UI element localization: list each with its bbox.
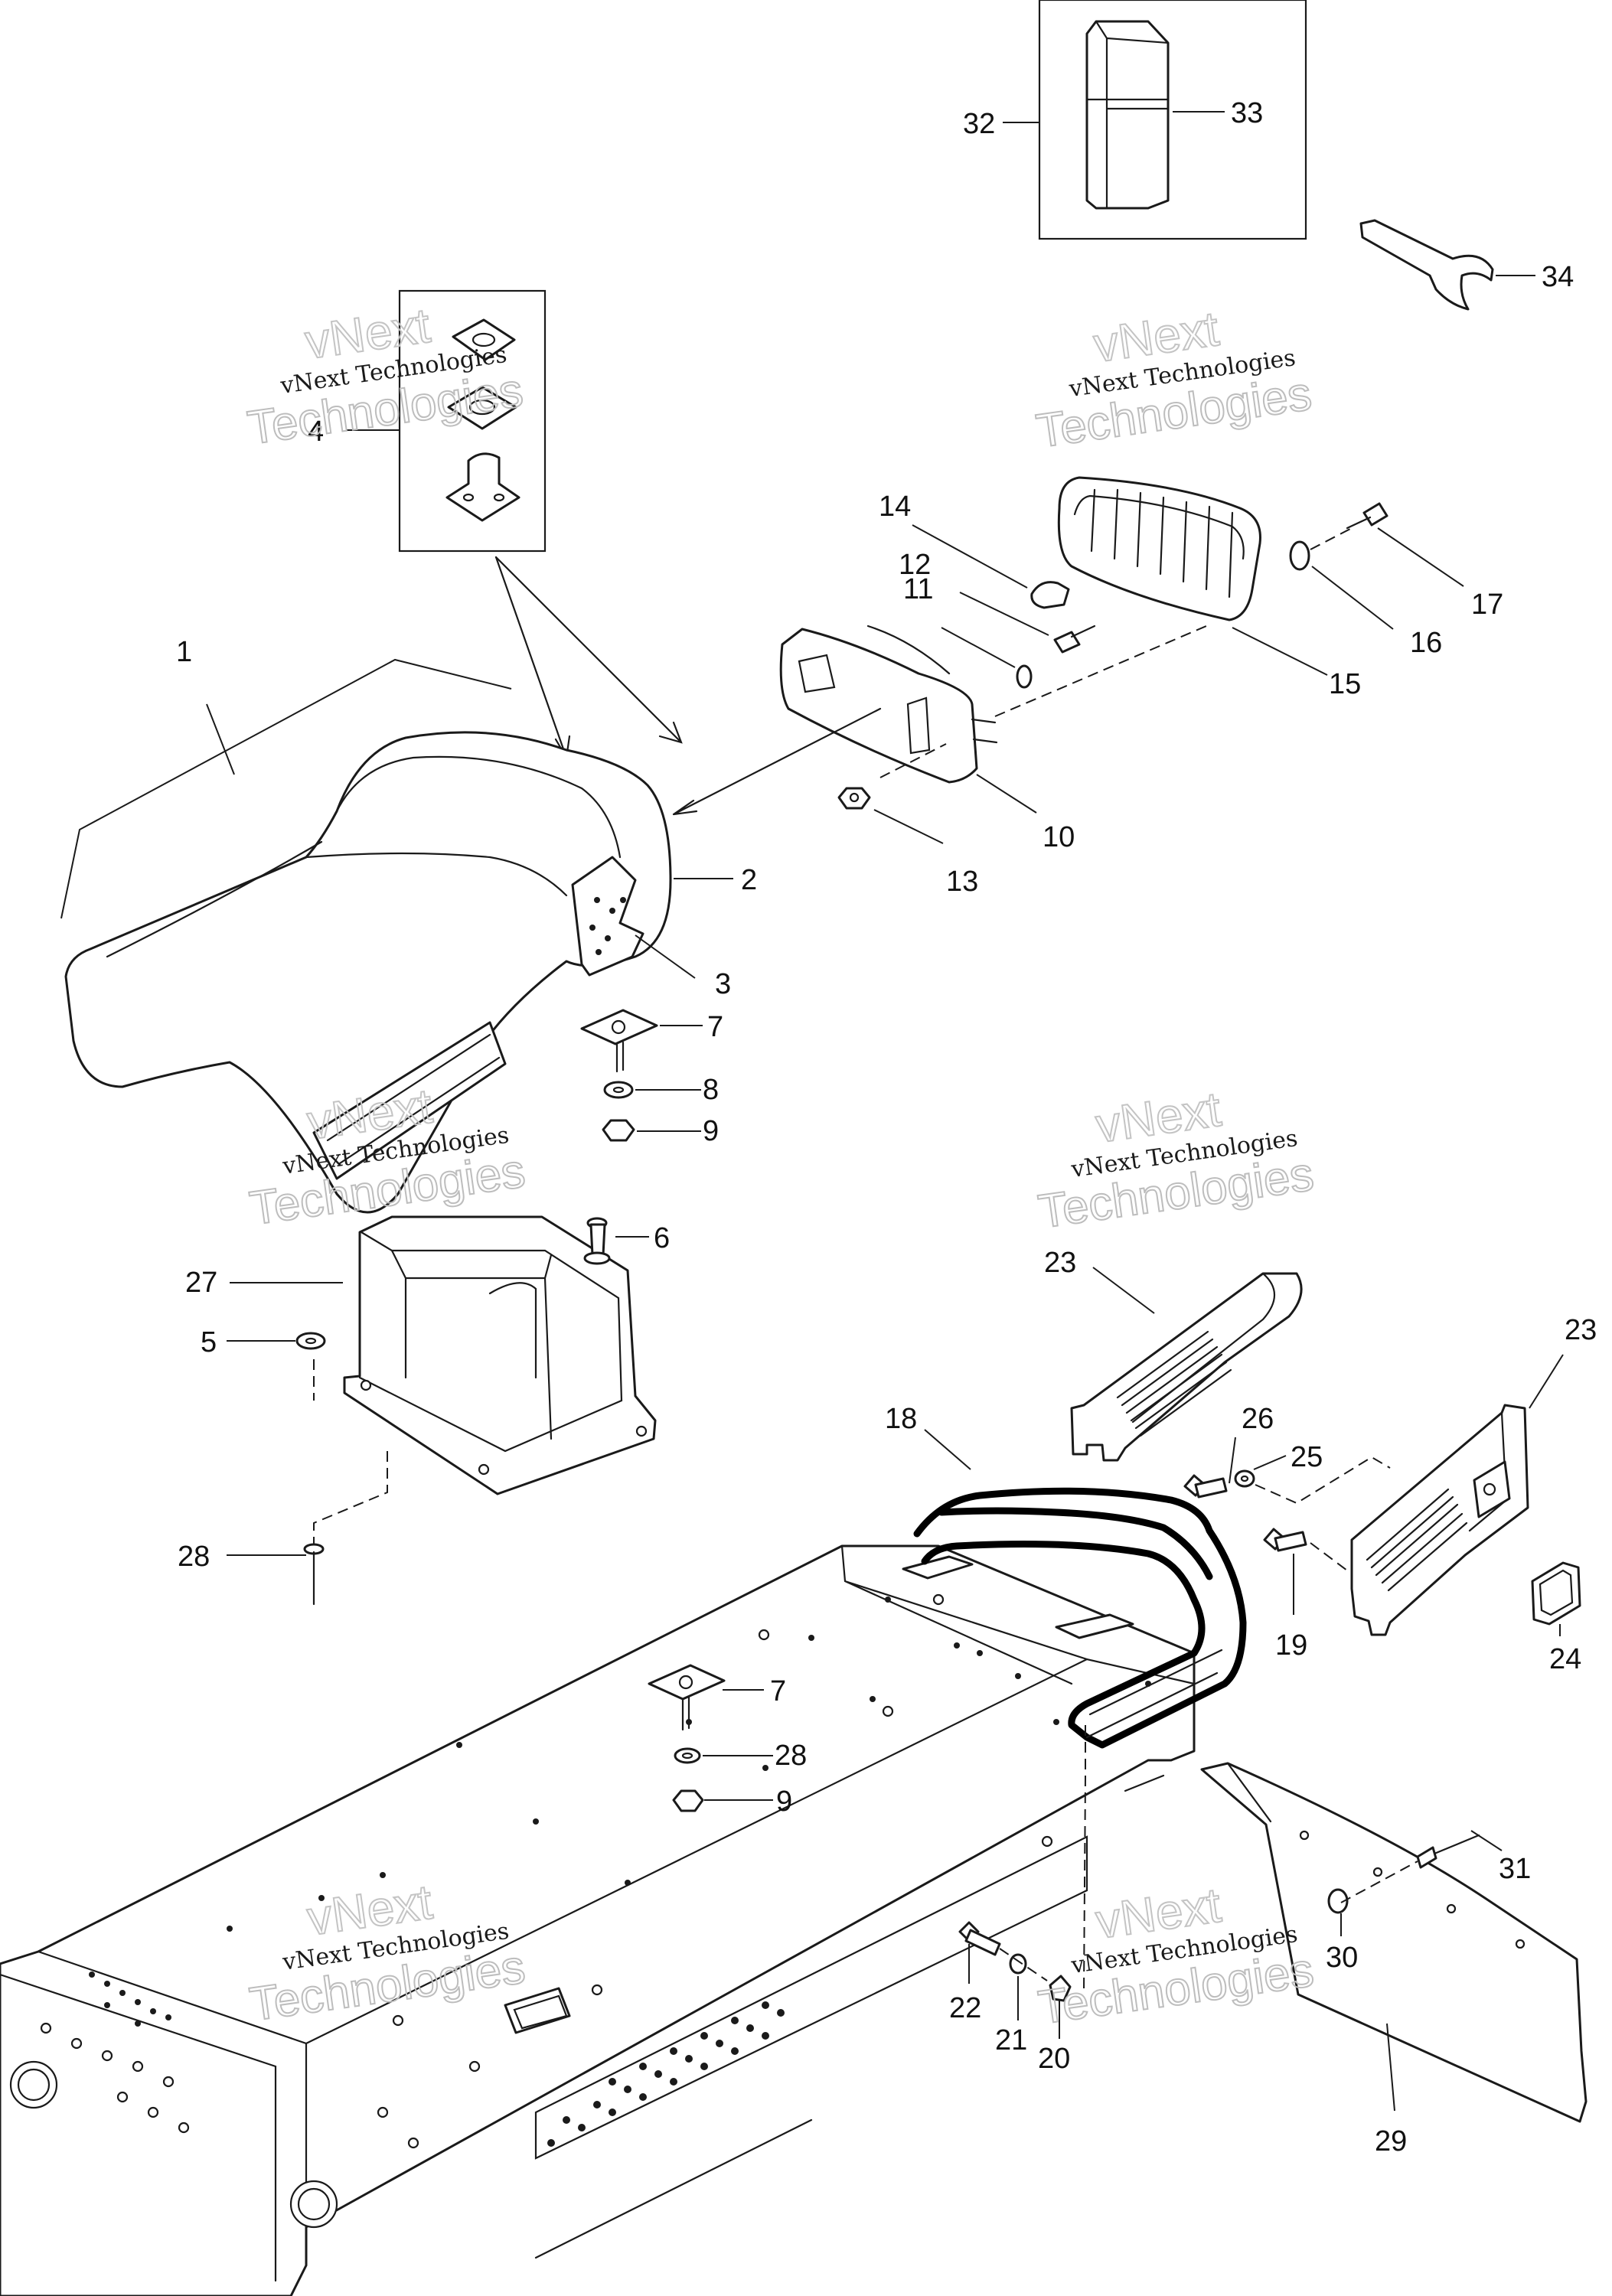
callout-20: 20 [1038, 2043, 1070, 2075]
callout-27: 27 [185, 1267, 217, 1299]
part-29-snow-flap [1200, 1762, 1588, 2123]
part-20-nut [1049, 1975, 1072, 2039]
part-10-taillight-housing [779, 625, 998, 784]
callout-7: 7 [707, 1011, 723, 1043]
tunnel-holes [40, 1593, 1151, 2149]
part-9-nut [602, 1119, 701, 1142]
watermark-top-right: vNext Technologies vNext Technologies [1033, 300, 1316, 459]
callout-28-box: 28 [178, 1541, 210, 1573]
part-13-nut [837, 787, 944, 844]
callout-26: 26 [1242, 1403, 1274, 1435]
callout-13: 13 [946, 866, 978, 898]
callout-5: 5 [201, 1326, 217, 1358]
callout-1: 1 [176, 636, 192, 668]
callout-9: 9 [703, 1115, 719, 1147]
part-30-washer [1327, 1888, 1349, 1936]
callout-8: 8 [703, 1074, 719, 1106]
callout-4: 4 [308, 416, 324, 448]
tunnel-perforations [547, 2001, 785, 2147]
callout-3: 3 [715, 968, 731, 1000]
part-25-washer [1234, 1455, 1287, 1488]
callout-17: 17 [1471, 589, 1503, 621]
callout-33: 33 [1231, 97, 1263, 129]
part-6-screw [583, 1217, 649, 1265]
callout-7-tunnel: 7 [770, 1675, 786, 1707]
part-17-screw [1346, 502, 1464, 587]
part-15-taillight-lens [1057, 476, 1328, 676]
kit-box-32 [1038, 0, 1307, 240]
callout-30: 30 [1326, 1942, 1358, 1974]
part-27-storage-box [230, 1215, 657, 1495]
part-11-washer [941, 627, 1033, 689]
part-5-washer [227, 1332, 326, 1350]
callout-10: 10 [1043, 821, 1075, 853]
callout-2: 2 [741, 864, 757, 896]
part-9-tunnel-nut [672, 1789, 773, 1812]
part-7-tunnel-latch [648, 1664, 764, 1731]
callout-29: 29 [1375, 2125, 1407, 2157]
callout-labels: 1 2 3 4 5 6 7 8 9 10 11 12 13 14 15 16 1… [176, 97, 1597, 2157]
callout-9-tunnel: 9 [776, 1786, 792, 1818]
callout-23-left: 23 [1044, 1247, 1076, 1279]
part-19-screw [1263, 1528, 1307, 1615]
kit-box-4 [398, 289, 547, 553]
callout-15: 15 [1329, 668, 1361, 700]
callout-16: 16 [1410, 627, 1442, 659]
part-34-spanner-wrench [1359, 219, 1535, 311]
part-14-bulb [912, 524, 1070, 609]
part-26-screw [1183, 1437, 1236, 1499]
watermark-middle-right: vNext Technologies vNext Technologies [1034, 1081, 1317, 1240]
callout-24: 24 [1549, 1643, 1581, 1675]
callout-32: 32 [963, 108, 995, 140]
callout-34: 34 [1542, 261, 1574, 293]
part-7-seat-latch [580, 1009, 703, 1073]
part-16-washer [1289, 540, 1394, 630]
callout-31: 31 [1499, 1853, 1531, 1885]
callout-12: 12 [899, 549, 931, 581]
part-31-rivet [1416, 1830, 1503, 1869]
watermark-bottom-right: vNext Technologies vNext Technologies [1034, 1877, 1317, 2036]
part-18-grab-handle [913, 1429, 1247, 1749]
callout-25: 25 [1291, 1441, 1323, 1473]
part-8-lock-washer [603, 1081, 701, 1099]
part-23-handle-cover-right [1350, 1354, 1564, 1636]
part-3-reflective-decal [571, 856, 644, 977]
tunnel-assembly [0, 1544, 1196, 2296]
part-24-reflector [1531, 1561, 1581, 1636]
part-21-washer [1009, 1953, 1027, 2020]
callout-11: 11 [903, 573, 933, 605]
part-12-screw [959, 592, 1096, 654]
callout-19: 19 [1275, 1629, 1307, 1662]
part-22-bolt [958, 1921, 1001, 1984]
callout-18: 18 [885, 1403, 917, 1435]
part-23-handle-cover-left [1070, 1267, 1303, 1462]
callout-21: 21 [995, 2024, 1027, 2056]
callout-22: 22 [949, 1992, 981, 2024]
part-28-tunnel-washer [674, 1747, 773, 1764]
callout-6: 6 [654, 1222, 670, 1254]
callout-23-right: 23 [1565, 1314, 1597, 1346]
callout-14: 14 [879, 491, 911, 523]
callout-28-tunnel: 28 [775, 1740, 807, 1772]
part-28-rivet [227, 1543, 325, 1606]
